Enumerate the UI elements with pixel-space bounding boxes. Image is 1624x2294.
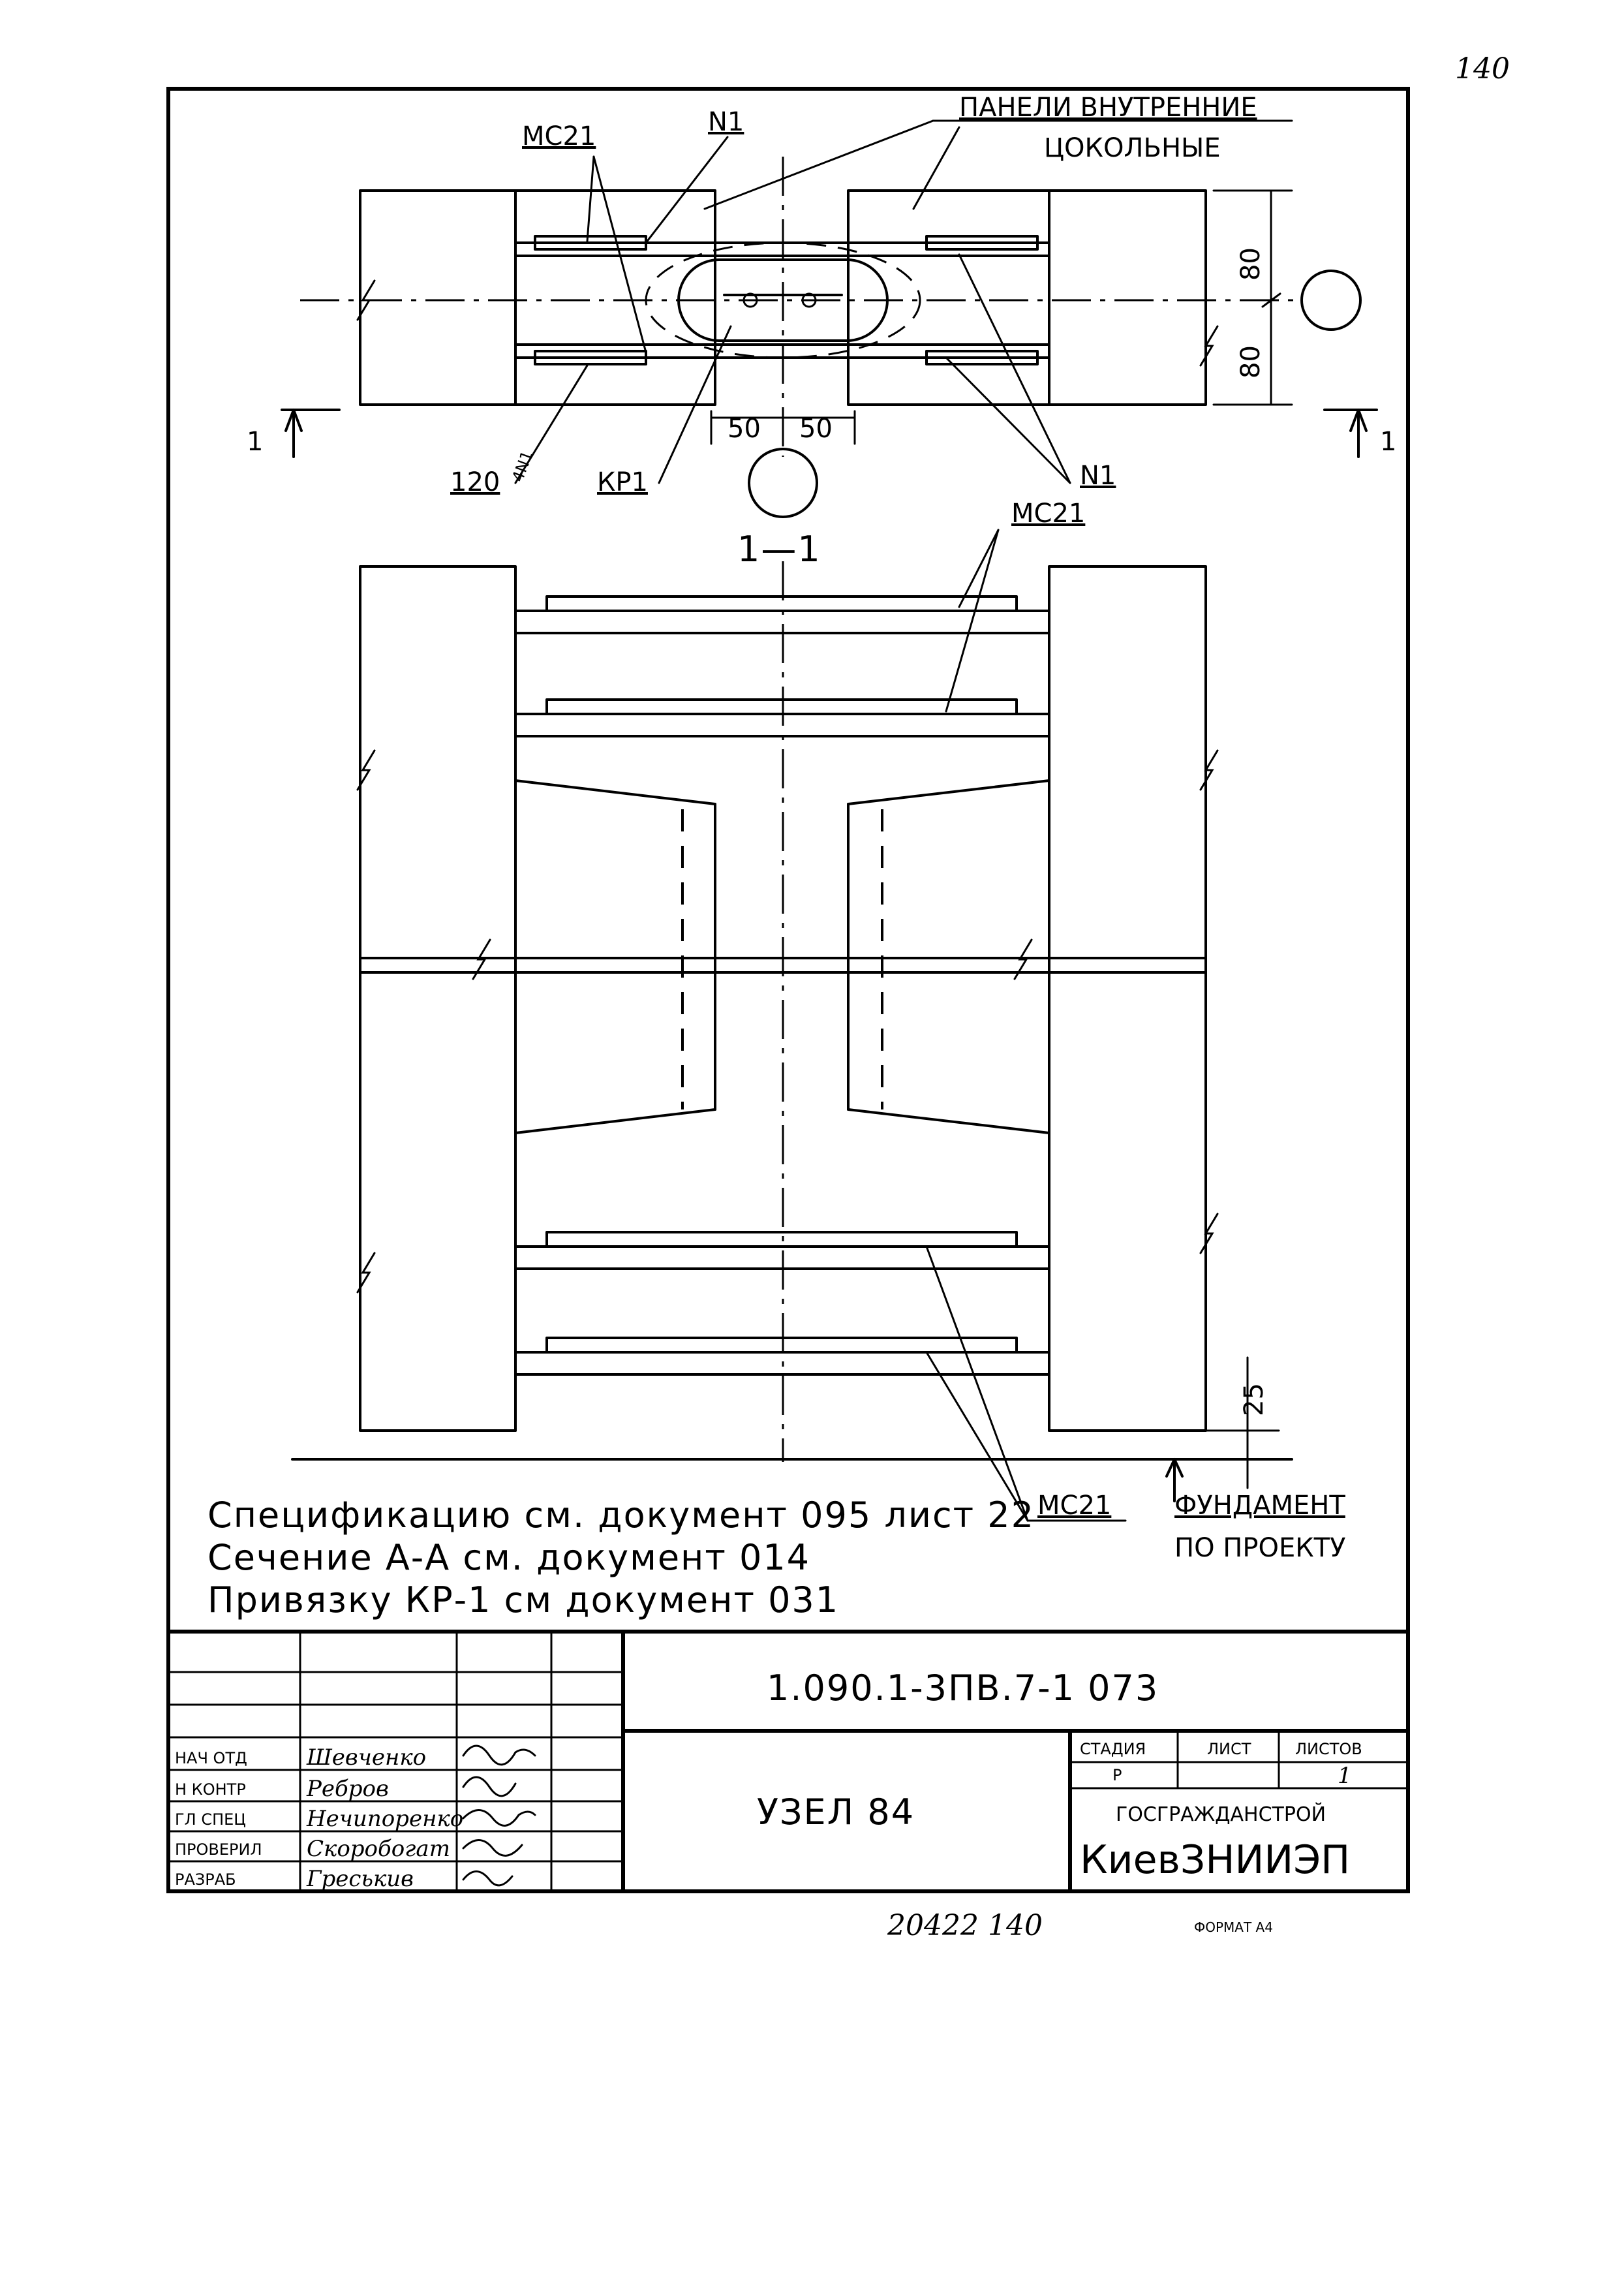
plan-label-panels-line1: ПАНЕЛИ ВНУТРЕННИЕ: [959, 93, 1257, 123]
role-2: ГЛ СПЕЦ: [175, 1810, 246, 1829]
name-0: Шевченко: [306, 1744, 426, 1771]
role-0: НАЧ ОТД: [175, 1749, 247, 1767]
sheets-value: 1: [1338, 1763, 1352, 1789]
section-title: 1—1: [737, 529, 821, 570]
section-label-mc21-bottom: МС21: [1037, 1491, 1111, 1521]
role-3: ПРОВЕРИЛ: [175, 1840, 262, 1859]
note-3: Привязку КР-1 см документ 031: [207, 1579, 839, 1620]
stage-value: Р: [1112, 1766, 1122, 1784]
name-2: Нечипоренко: [306, 1806, 463, 1832]
foundation-label-line1: ФУНДАМЕНТ: [1174, 1491, 1345, 1521]
title-block: [168, 1630, 1408, 1891]
plan-label-mc21: МС21: [522, 121, 596, 151]
plan-label-120: 120: [450, 467, 500, 497]
plan-view: [281, 119, 1378, 518]
plan-label-4n1: 4N1: [508, 448, 536, 484]
role-4: РАЗРАБ: [175, 1870, 236, 1889]
plan-dim-50-left: 50: [728, 414, 761, 444]
node-title: УЗЕЛ 84: [757, 1791, 915, 1833]
plan-dim-50-right: 50: [799, 414, 833, 444]
note-1: Спецификацию см. документ 095 лист 22: [207, 1495, 1035, 1536]
foundation-label-line2: ПО ПРОЕКТУ: [1174, 1533, 1345, 1563]
plan-dim-80-top: 80: [1236, 247, 1266, 281]
cut-mark-right: 1: [1380, 427, 1396, 457]
name-1: Ребров: [306, 1776, 389, 1802]
org-line1: ГОСГРАЖДАНСТРОЙ: [1116, 1803, 1326, 1826]
cut-mark-left: 1: [247, 427, 263, 457]
sheet-frame: [166, 87, 1410, 1893]
plan-label-kp1: КР1: [597, 467, 648, 497]
section-view: [291, 529, 1293, 1522]
inventory-number: 20422 140: [887, 1909, 1043, 1942]
role-1: Н КОНТР: [175, 1780, 246, 1799]
note-2: Сечение А-А см. документ 014: [207, 1537, 810, 1578]
plan-label-panels-line2: ЦОКОЛЬНЫЕ: [1044, 133, 1221, 163]
sheets-header: ЛИСТОВ: [1295, 1740, 1362, 1758]
format-label: ФОРМАТ А4: [1194, 1919, 1273, 1935]
page-number: 140: [1455, 52, 1510, 85]
stage-header: СТАДИЯ: [1080, 1740, 1146, 1758]
section-dim-25: 25: [1239, 1383, 1269, 1416]
doc-code: 1.090.1-3ПВ.7-1 073: [767, 1667, 1159, 1709]
plan-label-n1-right: N1: [1080, 461, 1116, 491]
plan-label-n1: N1: [708, 107, 744, 137]
plan-dim-80-bottom: 80: [1236, 345, 1266, 379]
name-4: Греськив: [306, 1866, 414, 1892]
name-3: Скоробогат: [307, 1836, 450, 1862]
sheet-header: ЛИСТ: [1207, 1740, 1251, 1758]
org-line2: КиевЗНИИЭП: [1080, 1837, 1350, 1883]
section-label-mc21-top: МС21: [1011, 499, 1085, 529]
